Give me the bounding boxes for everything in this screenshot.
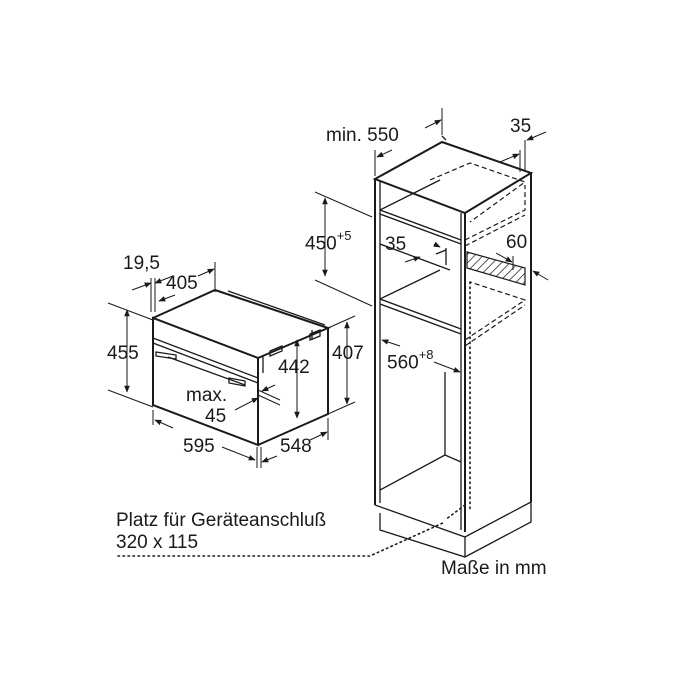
appliance-dimensions	[107, 262, 356, 468]
connection-note-line2: 320 x 115	[116, 532, 199, 553]
label-front-height: 455	[107, 343, 139, 364]
cabinet-dimensions	[314, 108, 549, 373]
label-vent-depth: 60	[506, 232, 528, 253]
units-note: Maße in mm	[441, 558, 547, 579]
connection-note: Platz für Geräteanschluß 320 x 115	[116, 510, 326, 554]
label-rear-height: 407	[332, 343, 364, 364]
label-niche-height: 450+5	[305, 228, 352, 255]
label-max-value: 45	[205, 406, 227, 427]
label-width: 595	[183, 436, 215, 457]
connection-note-line1: Platz für Geräteanschluß	[116, 510, 327, 531]
label-niche-width: 560+8	[387, 347, 434, 374]
label-body-height: 442	[278, 357, 310, 378]
label-max: max.	[186, 385, 228, 406]
cabinet-drawing	[372, 135, 534, 558]
label-top-depth: 405	[166, 273, 198, 294]
label-depth: 548	[280, 436, 312, 457]
label-back-gap: 35	[510, 116, 532, 137]
label-min-depth: min. 550	[326, 125, 399, 146]
label-depth-offset: 19,5	[123, 253, 160, 274]
connection-leader	[117, 521, 446, 557]
label-shelf-gap: 35	[385, 234, 407, 255]
